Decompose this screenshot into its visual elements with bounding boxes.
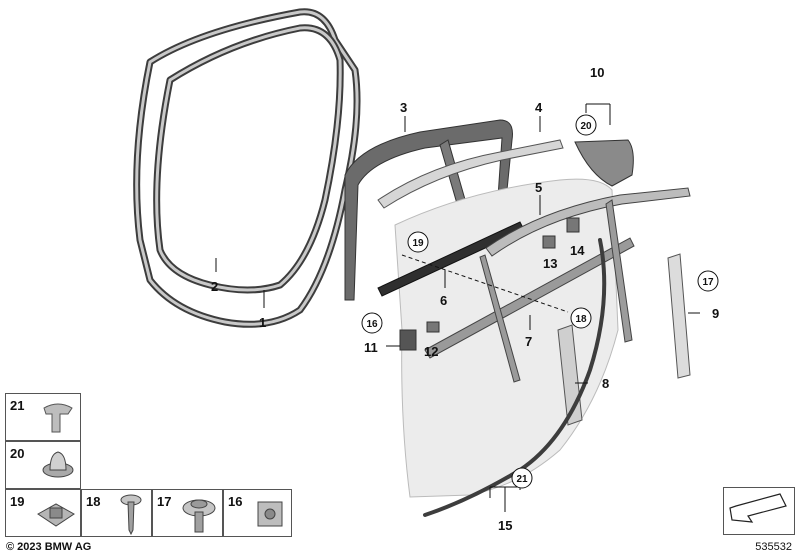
callout-14: 14 [570, 243, 585, 258]
clip-14 [566, 217, 580, 233]
legend-number: 20 [10, 446, 25, 461]
upper-trim-strip [377, 139, 564, 209]
callout-10: 10 [590, 65, 604, 80]
arrow-icon [729, 493, 787, 523]
circled-ref-17: 17 [697, 270, 719, 292]
legend-number: 19 [10, 494, 25, 509]
svg-text:16: 16 [366, 319, 378, 330]
callout-8: 8 [602, 376, 609, 391]
document-number: 535532 [755, 541, 792, 553]
clip-13 [542, 235, 556, 249]
triangle-cover [574, 139, 634, 187]
legend-cell-18: 18 [81, 489, 152, 537]
copyright-text: © 2023 BMW AG [6, 541, 92, 553]
screw-icon [120, 494, 142, 536]
legend-cell-21: 21 [5, 393, 81, 441]
callout-2: 2 [211, 279, 218, 294]
svg-text:18: 18 [575, 314, 587, 325]
outer-door-seal [133, 8, 361, 328]
window-frame-trim [344, 119, 513, 301]
plastic-nut-icon [257, 501, 283, 527]
callout-9: 9 [712, 306, 719, 321]
callout-6: 6 [440, 293, 447, 308]
spring-nut-icon [37, 503, 75, 527]
circled-ref-18: 18 [570, 307, 592, 329]
expanding-rivet-icon [42, 451, 74, 478]
svg-text:21: 21 [516, 474, 528, 485]
window-guide-rail [424, 237, 635, 359]
legend-number: 18 [86, 494, 101, 509]
callout-5: 5 [535, 180, 542, 195]
legend-cell-19: 19 [5, 489, 81, 537]
legend-cell-20: 20 [5, 441, 81, 489]
callout-15: 15 [498, 518, 512, 533]
callout-7: 7 [525, 334, 532, 349]
callout-11: 11 [364, 340, 378, 355]
svg-text:17: 17 [702, 277, 714, 288]
navigation-arrow-box[interactable] [723, 487, 795, 535]
circled-ref-19: 19 [407, 231, 429, 253]
outer-frame-strip [485, 187, 691, 257]
svg-text:20: 20 [580, 121, 592, 132]
legend-number: 16 [228, 494, 243, 509]
legend-cell-17: 17 [152, 489, 223, 537]
legend-number: 17 [157, 494, 172, 509]
door-seals [133, 8, 361, 328]
bracket-11 [399, 329, 417, 351]
collar-screw-icon [182, 499, 216, 533]
legend-cell-16: 16 [223, 489, 292, 537]
lower-door-seal [423, 238, 607, 517]
circled-ref-16: 16 [361, 312, 383, 334]
circled-ref-20: 20 [575, 114, 597, 136]
inner-door-seal [153, 24, 344, 294]
clip-icon [43, 403, 73, 433]
leader-lines [215, 103, 700, 512]
callout-3: 3 [400, 100, 407, 115]
svg-text:19: 19 [412, 238, 424, 249]
callout-1: 1 [259, 315, 266, 330]
legend-number: 21 [10, 398, 25, 413]
callout-12: 12 [424, 344, 438, 359]
c-pillar-strip [667, 253, 691, 379]
callout-4: 4 [535, 100, 543, 115]
clip-12 [426, 321, 440, 333]
circled-ref-21: 21 [511, 467, 533, 489]
callout-13: 13 [543, 256, 557, 271]
